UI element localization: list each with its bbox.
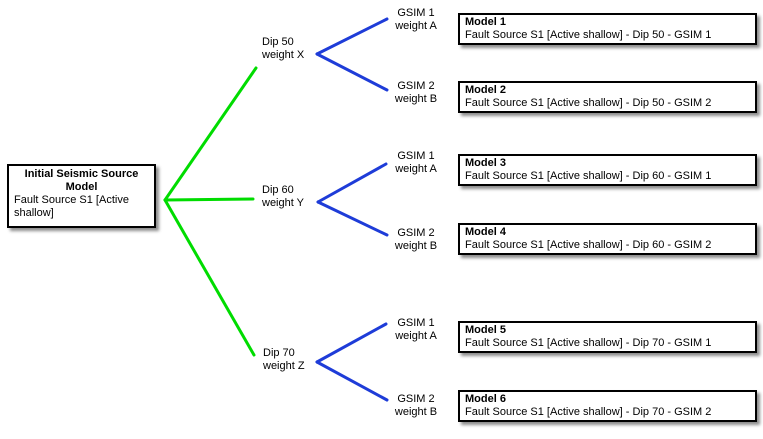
dip70-gsim1-node-label: GSIM 1 weight A <box>390 317 442 343</box>
gsim-label-line1: GSIM 2 <box>397 227 435 239</box>
dip60-label-line1: Dip 60 <box>262 184 294 196</box>
gsim-weight-label: weight B <box>394 93 438 105</box>
branch-line-dip70-gsim1 <box>315 322 388 364</box>
branch-line-dip50-gsim2 <box>315 52 389 92</box>
model-1-description: Fault Source S1 [Active shallow] - Dip 5… <box>465 29 712 41</box>
dip70-node-label: Dip 70 weight Z <box>263 347 305 373</box>
dip50-weight-label: weight X <box>262 49 305 61</box>
gsim-weight-label: weight A <box>395 163 437 175</box>
branch-line-root-dip50 <box>163 66 258 202</box>
model-6-title: Model 6 <box>465 393 506 405</box>
branch-line-root-dip60 <box>163 197 255 202</box>
branch-line-root-dip70 <box>163 198 256 357</box>
dip50-node-label: Dip 50 weight X <box>262 36 304 62</box>
model-3-title: Model 3 <box>465 157 506 169</box>
dip50-label-line1: Dip 50 <box>262 36 294 48</box>
dip70-label-line1: Dip 70 <box>263 347 295 359</box>
dip60-node-label: Dip 60 weight Y <box>262 184 304 210</box>
gsim-label-line1: GSIM 2 <box>397 80 435 92</box>
branch-line-dip60-gsim2 <box>316 200 389 237</box>
dip50-gsim1-node-label: GSIM 1 weight A <box>390 7 442 33</box>
dip60-gsim1-node-label: GSIM 1 weight A <box>390 150 442 176</box>
model-3-box: Model 3 Fault Source S1 [Active shallow]… <box>458 154 757 186</box>
model-5-box: Model 5 Fault Source S1 [Active shallow]… <box>458 321 757 353</box>
root-box-body: Fault Source S1 [Active shallow] <box>14 194 129 219</box>
dip50-gsim2-node-label: GSIM 2 weight B <box>390 80 442 106</box>
model-6-box: Model 6 Fault Source S1 [Active shallow]… <box>458 390 757 422</box>
model-6-description: Fault Source S1 [Active shallow] - Dip 7… <box>465 406 712 418</box>
branch-line-dip70-gsim2 <box>315 360 389 402</box>
gsim-label-line1: GSIM 2 <box>397 393 435 405</box>
branch-line-dip60-gsim1 <box>316 162 388 204</box>
model-2-title: Model 2 <box>465 84 506 96</box>
model-2-description: Fault Source S1 [Active shallow] - Dip 5… <box>465 97 712 109</box>
model-2-box: Model 2 Fault Source S1 [Active shallow]… <box>458 81 757 113</box>
model-4-box: Model 4 Fault Source S1 [Active shallow]… <box>458 223 757 255</box>
gsim-weight-label: weight A <box>395 20 437 32</box>
model-1-box: Model 1 Fault Source S1 [Active shallow]… <box>458 13 757 45</box>
dip60-gsim2-node-label: GSIM 2 weight B <box>390 227 442 253</box>
root-box-title: Initial Seismic Source Model <box>24 168 139 193</box>
dip60-weight-label: weight Y <box>262 197 304 209</box>
model-4-description: Fault Source S1 [Active shallow] - Dip 6… <box>465 239 712 251</box>
dip70-weight-label: weight Z <box>263 360 305 372</box>
model-3-description: Fault Source S1 [Active shallow] - Dip 6… <box>465 170 712 182</box>
gsim-weight-label: weight A <box>395 330 437 342</box>
gsim-weight-label: weight B <box>394 240 438 252</box>
gsim-label-line1: GSIM 1 <box>397 150 435 162</box>
model-4-title: Model 4 <box>465 226 506 238</box>
gsim-weight-label: weight B <box>394 406 438 418</box>
root-source-model-box: Initial Seismic Source Model Fault Sourc… <box>7 164 156 228</box>
dip70-gsim2-node-label: GSIM 2 weight B <box>390 393 442 419</box>
model-5-description: Fault Source S1 [Active shallow] - Dip 7… <box>465 337 712 349</box>
model-5-title: Model 5 <box>465 324 506 336</box>
model-1-title: Model 1 <box>465 16 506 28</box>
gsim-label-line1: GSIM 1 <box>397 317 435 329</box>
branch-line-dip50-gsim1 <box>315 17 389 56</box>
gsim-label-line1: GSIM 1 <box>397 7 435 19</box>
